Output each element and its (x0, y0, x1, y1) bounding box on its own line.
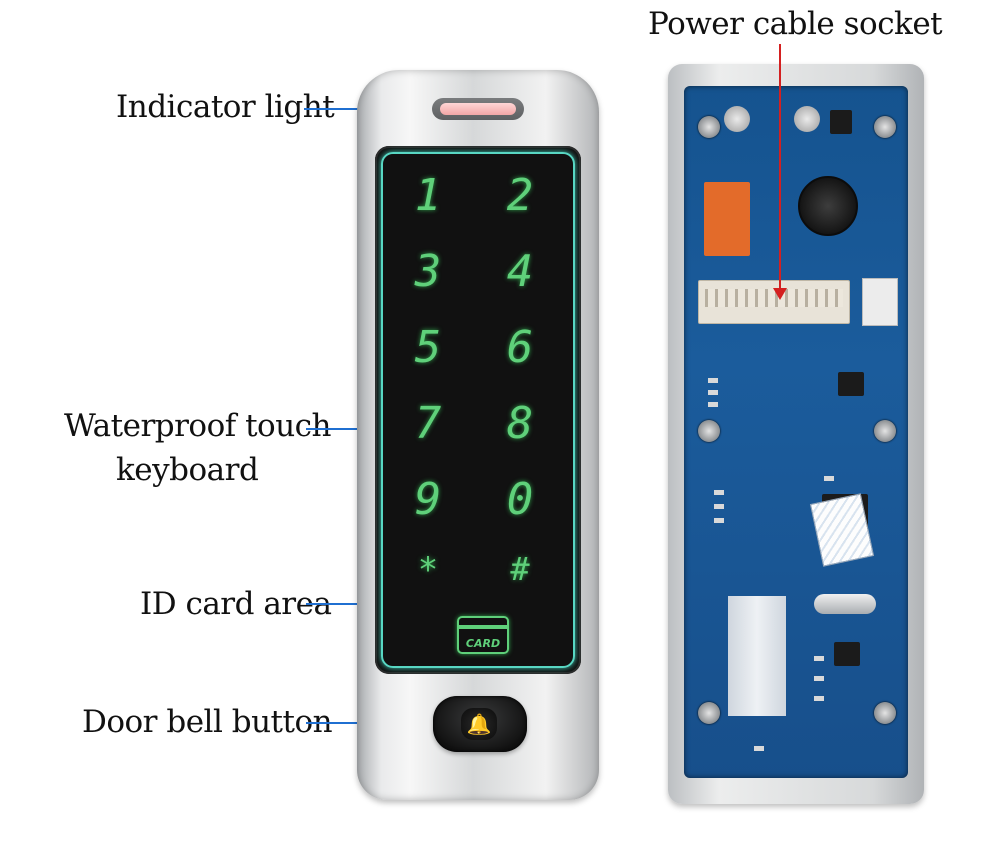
key-4[interactable]: 4 (506, 246, 534, 297)
smd-component (754, 746, 764, 751)
smd-component (708, 402, 718, 407)
keypad-device-front: 1 2 3 4 5 6 7 8 9 0 * # CARD 🔔 (357, 70, 599, 800)
circuit-board (684, 86, 908, 778)
key-5[interactable]: 5 (414, 322, 442, 373)
smd-component (814, 676, 824, 681)
screw-icon (698, 420, 720, 442)
waterproof-touch-label: Waterproof touch (64, 408, 332, 444)
power-cable-socket-label: Power cable socket (648, 6, 943, 42)
panel-glow-border (381, 152, 575, 668)
door-bell-button[interactable]: 🔔 (461, 708, 497, 740)
screw-icon (698, 702, 720, 724)
crystal-oscillator (814, 594, 876, 614)
key-hash[interactable]: # (510, 550, 530, 588)
ribbon-cable (728, 596, 786, 716)
key-9[interactable]: 9 (414, 474, 442, 525)
smd-component (714, 490, 724, 495)
connector-p3 (862, 278, 898, 326)
screw-icon (698, 116, 720, 138)
smd-component (708, 390, 718, 395)
id-card-area-label: ID card area (140, 586, 332, 622)
power-cable-socket-arrow (779, 44, 781, 290)
door-bell-housing: 🔔 (433, 696, 527, 752)
ic-chip (834, 642, 860, 666)
relay (704, 182, 750, 256)
screw-icon (874, 420, 896, 442)
screw-icon (874, 702, 896, 724)
power-cable-socket-arrowhead (773, 288, 787, 300)
touch-keypad-panel: 1 2 3 4 5 6 7 8 9 0 * # CARD (375, 146, 581, 674)
smd-component (714, 504, 724, 509)
indicator-led (440, 103, 516, 115)
key-8[interactable]: 8 (506, 398, 534, 449)
card-label: CARD (465, 637, 501, 650)
power-cable-socket (698, 280, 850, 324)
smd-component (814, 656, 824, 661)
voltage-regulator (830, 110, 852, 134)
buzzer (798, 176, 858, 236)
screw-icon (874, 116, 896, 138)
key-6[interactable]: 6 (506, 322, 534, 373)
key-star[interactable]: * (417, 550, 439, 590)
smd-component (814, 696, 824, 701)
smd-component (708, 378, 718, 383)
capacitor (724, 106, 750, 132)
key-7[interactable]: 7 (414, 398, 442, 449)
indicator-light-label: Indicator light (116, 89, 335, 125)
smd-component (824, 476, 834, 481)
capacitor (794, 106, 820, 132)
indicator-light (432, 98, 524, 120)
smd-component (714, 518, 724, 523)
key-2[interactable]: 2 (506, 170, 534, 221)
keypad-device-back (668, 64, 924, 804)
keyboard-label: keyboard (116, 452, 259, 488)
key-0[interactable]: 0 (506, 474, 534, 525)
door-bell-label: Door bell button (82, 704, 333, 740)
bell-icon: 🔔 (466, 712, 492, 736)
key-3[interactable]: 3 (414, 246, 442, 297)
key-1[interactable]: 1 (414, 170, 442, 221)
ic-chip (838, 372, 864, 396)
card-reader-icon: CARD (457, 616, 509, 654)
